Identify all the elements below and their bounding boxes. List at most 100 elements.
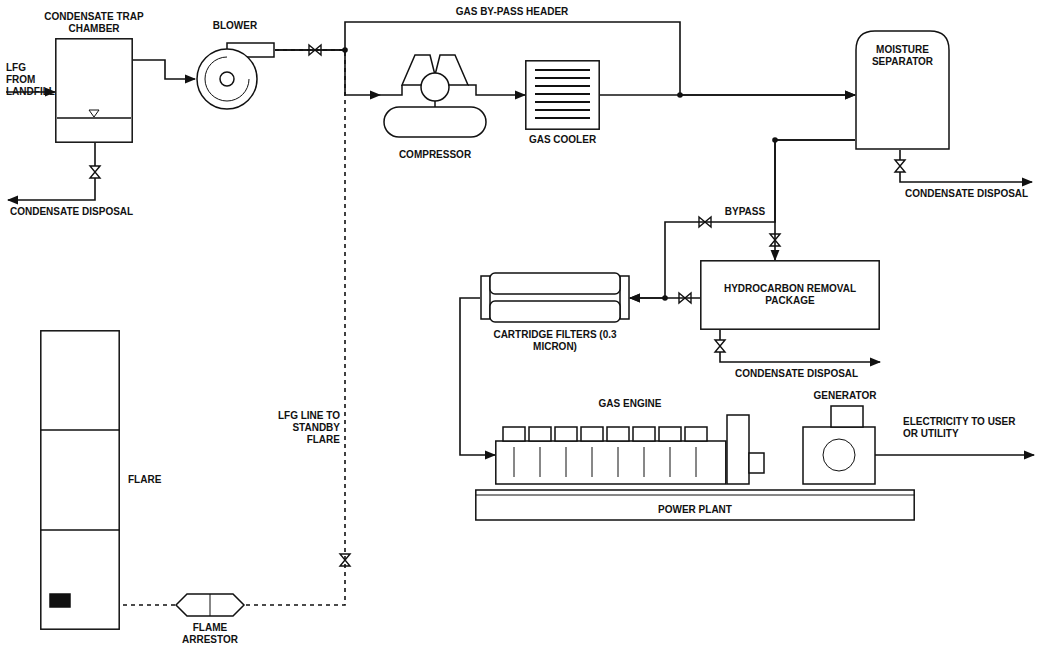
cooler-fin bbox=[535, 101, 590, 103]
compressor: COMPRESSOR bbox=[380, 45, 490, 145]
block-rib bbox=[696, 447, 697, 477]
cooler-fin bbox=[535, 85, 590, 87]
node-label: CARTRIDGE FILTERS (0.3 MICRON) bbox=[490, 329, 620, 353]
cooler-fin bbox=[535, 69, 590, 71]
node-label: BLOWER bbox=[195, 20, 275, 32]
pipe-connector bbox=[490, 94, 525, 96]
filter-cartridge bbox=[490, 273, 620, 294]
power-plant: POWER PLANT GAS ENGINE GENERATOR bbox=[475, 395, 915, 525]
valve-symbol bbox=[715, 340, 725, 352]
cylinder-head bbox=[529, 427, 551, 441]
junction-dot bbox=[677, 92, 683, 98]
compressor-leg bbox=[434, 101, 436, 107]
pipe-connector bbox=[120, 604, 175, 606]
pipe-connector bbox=[460, 298, 495, 455]
flame-arrestor-drawing bbox=[175, 592, 245, 618]
hydrocarbon-removal-package: HYDROCARBON REMOVAL PACKAGE bbox=[700, 260, 880, 330]
node-label: CONDENSATE TRAP CHAMBER bbox=[44, 11, 144, 35]
gas-engine-drawing bbox=[495, 413, 765, 485]
drain-pipe bbox=[720, 330, 880, 362]
node-label: HYDROCARBON REMOVAL PACKAGE bbox=[710, 283, 870, 307]
cooler-fin bbox=[535, 117, 590, 119]
block-rib bbox=[644, 447, 645, 477]
drain-label: CONDENSATE DISPOSAL bbox=[10, 206, 140, 218]
generator-body bbox=[803, 427, 875, 484]
generator: GENERATOR bbox=[795, 405, 895, 485]
inlet-label: LFG FROM LANDFILL bbox=[6, 62, 58, 98]
line-label: LFG LINE TO STANDBY FLARE bbox=[266, 410, 342, 446]
cooler-shell bbox=[526, 61, 599, 129]
valve-symbol bbox=[90, 166, 100, 178]
valve-group bbox=[90, 45, 905, 566]
flame-arrestor: FLAME ARRESTOR bbox=[175, 592, 245, 618]
flare-drawing bbox=[40, 330, 120, 630]
drain-label: CONDENSATE DISPOSAL bbox=[735, 368, 865, 380]
pipe-connector bbox=[133, 60, 195, 79]
node-label: COMPRESSOR bbox=[380, 149, 490, 161]
generator-end bbox=[823, 439, 855, 471]
flywheel bbox=[421, 73, 449, 101]
compressor-drawing bbox=[380, 45, 490, 145]
cylinder-head bbox=[555, 427, 577, 441]
control-panel bbox=[50, 594, 70, 607]
cylinder-head bbox=[685, 427, 707, 441]
cartridge-filters: CARTRIDGE FILTERS (0.3 MICRON) bbox=[480, 270, 630, 325]
output-stub bbox=[875, 454, 895, 456]
generator-drawing bbox=[795, 405, 895, 485]
block-rib bbox=[592, 447, 593, 477]
node-label: FLARE bbox=[128, 474, 178, 486]
blower-housing bbox=[197, 49, 257, 109]
cooler-fin bbox=[535, 109, 590, 111]
filter-manifold bbox=[481, 276, 490, 319]
block-rib bbox=[540, 447, 541, 477]
cartridge-filters-drawing bbox=[480, 270, 630, 325]
valve-symbol bbox=[895, 160, 905, 172]
cylinder-head bbox=[581, 427, 603, 441]
package-box bbox=[701, 261, 879, 329]
pipe-connector bbox=[275, 50, 380, 95]
junction-dot bbox=[342, 47, 348, 53]
node-label: GAS COOLER bbox=[518, 134, 608, 146]
drain-pipe bbox=[8, 143, 95, 200]
cooler-fin bbox=[535, 93, 590, 95]
flare-stack bbox=[41, 331, 119, 629]
condensate-trap-chamber-drawing bbox=[55, 38, 133, 143]
line-label: GAS BY-PASS HEADER bbox=[440, 6, 584, 18]
arrestor-element bbox=[210, 594, 211, 616]
gas-engine: GAS ENGINE bbox=[495, 413, 765, 485]
output-label: ELECTRICITY TO USER OR UTILITY bbox=[903, 416, 1033, 440]
node-label: POWER PLANT bbox=[475, 504, 915, 516]
cylinder-head bbox=[633, 427, 655, 441]
turbo-stack bbox=[727, 415, 749, 484]
stack-joint bbox=[41, 529, 119, 531]
line-label: BYPASS bbox=[718, 206, 772, 218]
gas-cooler-drawing bbox=[525, 60, 600, 130]
filter-cartridge bbox=[490, 301, 620, 322]
pipe-connector bbox=[775, 140, 855, 260]
cylinder-head bbox=[659, 427, 681, 441]
node-label: GENERATOR bbox=[795, 390, 895, 402]
skid-base bbox=[476, 490, 914, 520]
moisture-separator: MOISTURE SEPARATOR bbox=[855, 30, 950, 150]
arrestor-body bbox=[176, 594, 244, 616]
engine-coupling bbox=[749, 453, 764, 473]
cooler-fin bbox=[535, 77, 590, 79]
level-mark bbox=[89, 110, 99, 117]
stack-joint bbox=[41, 429, 119, 431]
flare: FLARE bbox=[40, 330, 120, 630]
block-rib bbox=[566, 447, 567, 477]
drain-label: CONDENSATE DISPOSAL bbox=[905, 188, 1035, 200]
blower: BLOWER bbox=[195, 35, 275, 115]
cylinder-head bbox=[607, 427, 629, 441]
block-rib bbox=[514, 447, 515, 477]
blower-hub bbox=[220, 72, 234, 86]
receiver-tank bbox=[384, 107, 486, 137]
block-rib bbox=[670, 447, 671, 477]
pipe-connector bbox=[600, 94, 855, 96]
node-label: FLAME ARRESTOR bbox=[165, 622, 255, 646]
power-line bbox=[895, 454, 1034, 456]
cylinder-head bbox=[503, 427, 525, 441]
separator-vessel bbox=[856, 31, 949, 149]
node-label: GAS ENGINE bbox=[570, 398, 690, 410]
